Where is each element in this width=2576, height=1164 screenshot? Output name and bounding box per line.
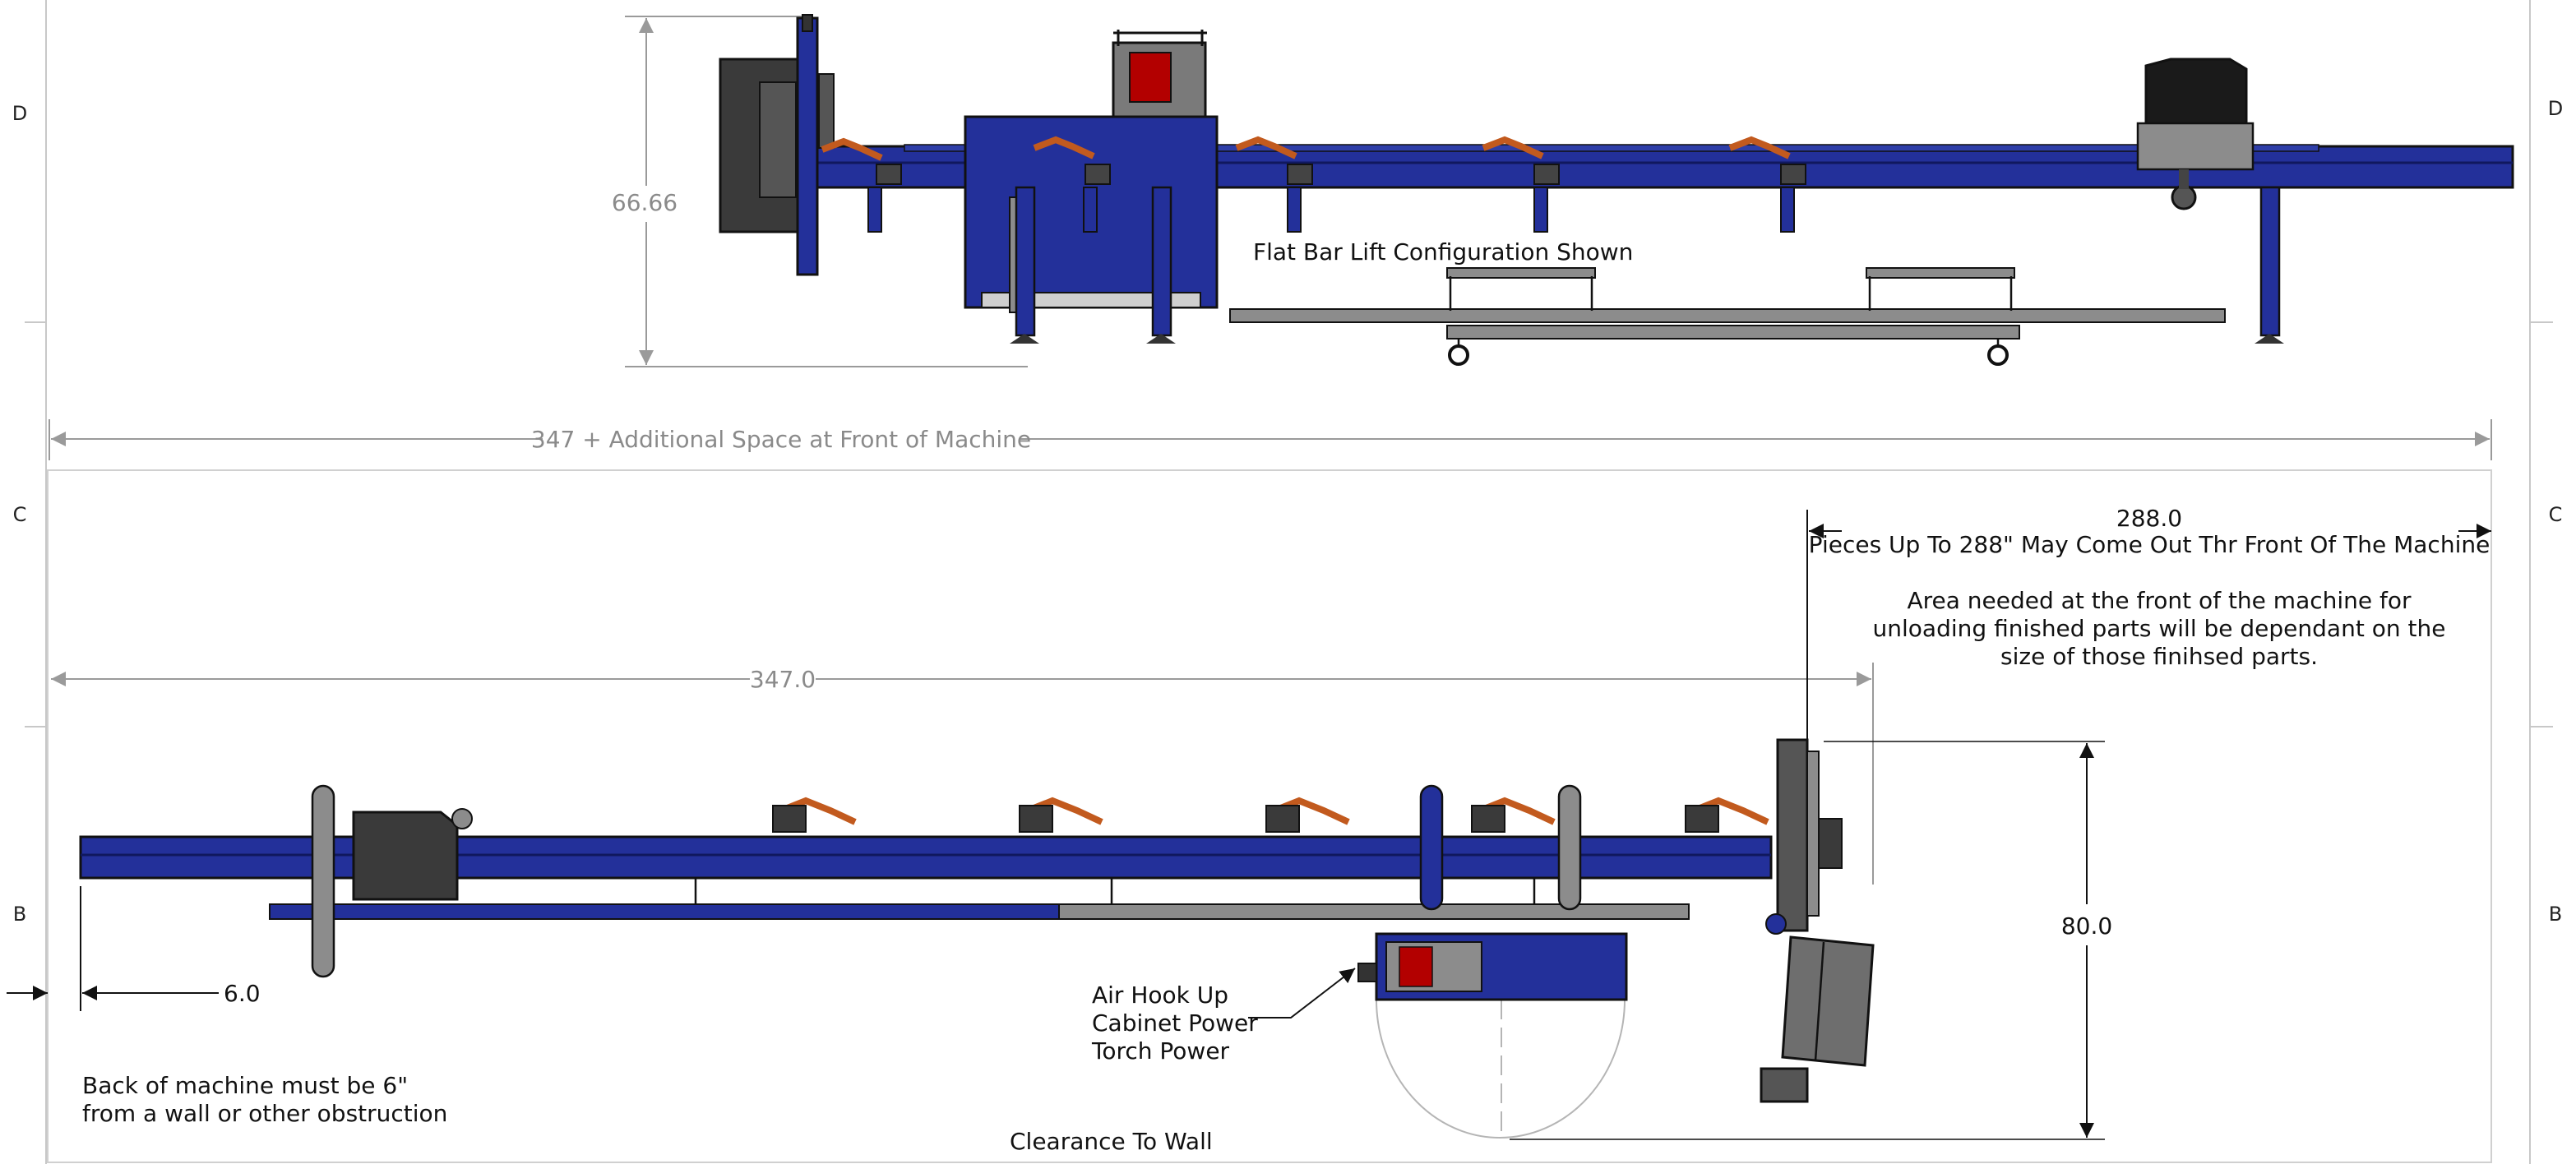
- plan-plasma-cabinet: [1357, 932, 1628, 1139]
- plan-view: 347.0 288.0 Pieces Up To 288" May Come O…: [7, 505, 2491, 1155]
- plan-front-dimension: 288.0 Pieces Up To 288" May Come Out Thr…: [1806, 505, 2491, 904]
- plan-depth-label: 80.0: [2061, 912, 2112, 940]
- plan-feed-unit: [1760, 738, 1875, 1103]
- hookup-label-torch-power: Torch Power: [1091, 1037, 1230, 1065]
- elevation-height-dimension: 66.66: [612, 16, 1028, 367]
- clearance-label: Clearance To Wall: [1010, 1128, 1213, 1155]
- plan-back-dimension: 6.0: [7, 886, 261, 1011]
- elevation-power-supply: [1112, 30, 1207, 118]
- plan-conveyor-rail: [79, 835, 1773, 920]
- elevation-caption: Flat Bar Lift Configuration Shown: [1253, 238, 1633, 266]
- zone-label-left-c: C: [13, 503, 27, 526]
- elevation-support-legs: [867, 186, 2284, 344]
- plan-front-dim-label: 288.0: [2116, 505, 2182, 532]
- zone-label-left-b: B: [13, 903, 26, 926]
- elevation-view: 66.66: [612, 14, 2514, 367]
- hookup-callout: Air Hook Up Cabinet Power Torch Power: [1091, 968, 1356, 1065]
- elevation-torch-holders: [821, 136, 1806, 185]
- plan-back-dim-label: 6.0: [224, 980, 261, 1007]
- plan-front-note: Pieces Up To 288" May Come Out Thr Front…: [1809, 531, 2490, 558]
- hookup-label-air: Air Hook Up: [1092, 982, 1228, 1009]
- zone-label-right-d: D: [2548, 97, 2563, 120]
- zone-label-left-d: D: [12, 102, 27, 125]
- plan-end-feeder: [352, 808, 473, 901]
- zone-label-right-c: C: [2549, 503, 2563, 526]
- elevation-end-feeder: [2136, 58, 2255, 210]
- plan-cross-supports: [311, 784, 1582, 978]
- plan-length-dimension: 347.0: [51, 663, 1874, 885]
- plan-torch-holders: [772, 797, 1769, 833]
- back-note-line-1: Back of machine must be 6": [82, 1072, 408, 1099]
- hookup-label-cabinet-power: Cabinet Power: [1092, 1009, 1258, 1037]
- overall-length-dimension: 347 + Additional Space at Front of Machi…: [49, 419, 2492, 460]
- area-note-line-3: size of those finihsed parts.: [2000, 643, 2318, 670]
- area-note-line-2: unloading finished parts will be dependa…: [1873, 615, 2446, 642]
- plan-length-label: 347.0: [750, 666, 816, 693]
- plan-depth-dimension: 80.0: [1510, 741, 2112, 1140]
- elevation-flat-bar-lift: [1229, 267, 2226, 366]
- elevation-feed-unit: [719, 14, 835, 276]
- area-note-line-1: Area needed at the front of the machine …: [1907, 587, 2412, 614]
- overall-length-label: 347 + Additional Space at Front of Machi…: [531, 426, 1031, 453]
- sheet-border: [25, 0, 2553, 1164]
- back-note-line-2: from a wall or other obstruction: [82, 1100, 447, 1127]
- elevation-height-label: 66.66: [612, 189, 678, 216]
- zone-label-right-b: B: [2549, 903, 2562, 926]
